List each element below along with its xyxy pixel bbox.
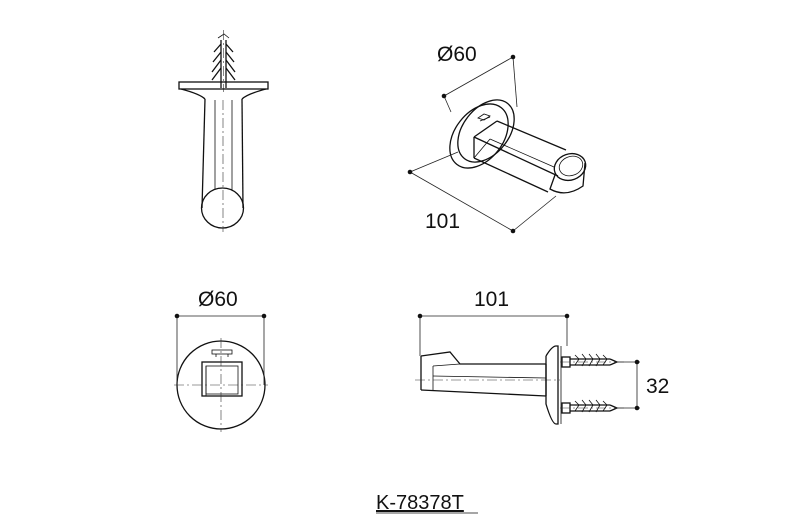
- top-view: [178, 30, 269, 232]
- isometric-diameter-label: Ø60: [437, 43, 477, 66]
- side-view-length-label: 101: [474, 288, 509, 311]
- top-view-screw: [211, 30, 236, 92]
- side-view-screw-lower: [560, 399, 625, 414]
- top-view-flange: [178, 81, 269, 100]
- side-view-plate: [545, 345, 562, 425]
- isometric-plate: [449, 99, 515, 169]
- front-view-diameter-dimension: Ø60: [174, 288, 267, 385]
- top-view-spout-body: [200, 98, 245, 232]
- front-view-outlet: [201, 361, 243, 397]
- isometric-length-label: 101: [425, 210, 460, 233]
- isometric-spout-arm: [473, 120, 567, 193]
- isometric-outlet: [549, 152, 587, 194]
- side-view-spout: [415, 351, 560, 397]
- isometric-diameter-dimension: Ø60: [437, 43, 518, 113]
- side-view-screw-upper: [560, 353, 625, 368]
- side-view-screw-spacing-label: 32: [646, 375, 669, 398]
- side-view-screw-spacing-dimension: 32: [617, 359, 669, 411]
- side-view: 101 32: [415, 288, 669, 425]
- front-view-diameter-label: Ø60: [198, 288, 238, 311]
- product-code: K-78378T: [376, 492, 464, 514]
- isometric-length-dimension: 101: [407, 151, 557, 234]
- front-view: Ø60: [174, 288, 268, 432]
- side-view-length-dimension: 101: [417, 288, 570, 356]
- front-view-logo: [211, 349, 233, 357]
- isometric-view: Ø60 101: [407, 43, 587, 234]
